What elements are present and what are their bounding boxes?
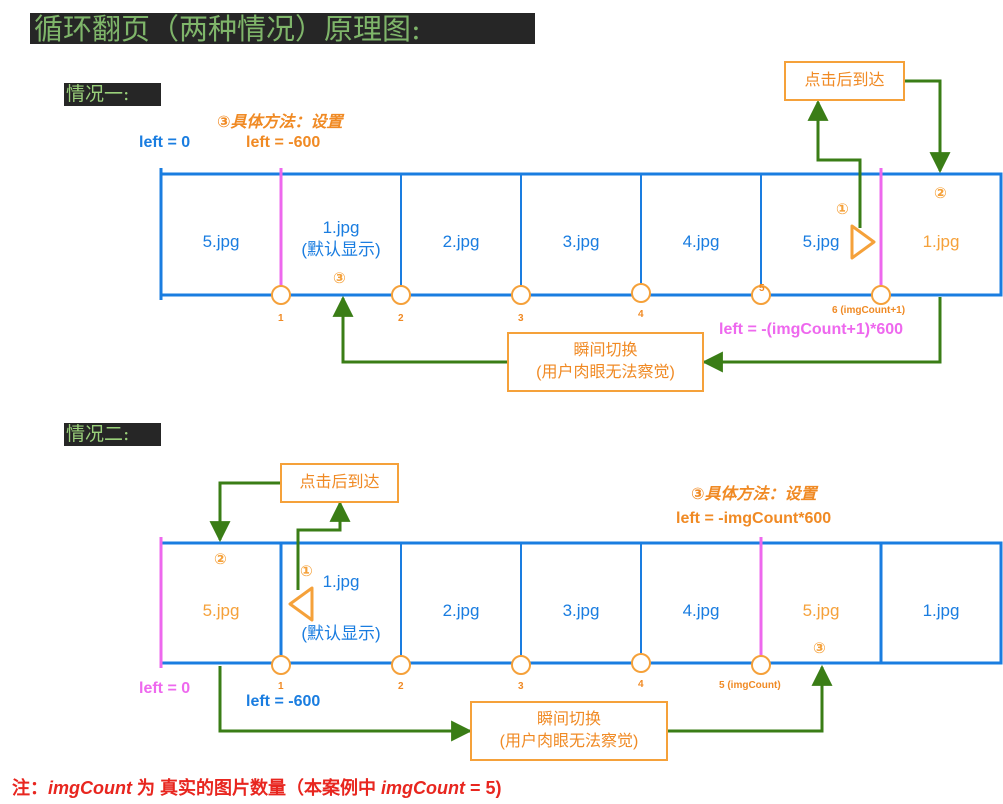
section1-dot [631,283,651,303]
section2-dot [391,655,411,675]
footnote: 注：imgCount 为 真实的图片数量（本案例中 imgCount = 5) [12,774,502,800]
section1-dot-label: 5 [759,283,765,294]
section2-dot [511,655,531,675]
section1-cell-label: 1.jpg [922,232,960,251]
section2-cell-label: 4.jpg [682,601,720,620]
section2-left-600: left = -600 [246,693,321,710]
section2-arrow-to-arrive-box [296,500,351,590]
section2-switch-box-line2: (用户肉眼无法察觉) [499,733,639,750]
section1-arrow-to-arrive-box [807,99,862,228]
section2-prev-arrow-icon [288,586,314,622]
section1-cell-label: 2.jpg [442,232,480,251]
section2-left-zero: left = 0 [139,680,191,697]
section2-dot [271,655,291,675]
section2-dot-label: 1 [278,681,284,692]
section1-marker-1: ① [836,201,849,218]
section2-arrow-to-first-cell [209,481,280,543]
section2-cell-label: 5.jpg [802,601,840,620]
section2-arrow-to-target-cell [668,664,833,733]
section2-dot-label: 5 (imgCount) [719,680,781,691]
section2-switch-box-line1: 瞬间切换 [536,711,601,728]
section1-cell-label: 5.jpg [802,232,840,251]
section2-method-value: left = -imgCount*600 [676,510,832,527]
section1-arrive-box-label: 点击后到达 [804,72,885,89]
footnote-term: imgCount [381,778,465,798]
section1-left-zero: left = 0 [139,134,191,151]
section1-dot [271,285,291,305]
section1-dot [511,285,531,305]
section1-dot-label: 1 [278,313,284,324]
section1-strip [159,168,1003,305]
section1-heading: 情况一: [66,83,130,105]
page-title: 循环翻页（两种情况）原理图: [34,12,421,46]
section2-heading-background [64,423,161,446]
section1-cell-label: 4.jpg [682,232,720,251]
section1-left-formula: left = -(imgCount+1)*600 [719,321,904,338]
section1-dot-label: 2 [398,313,404,324]
section2-dot [631,653,651,673]
section1-default-shown: (默认显示) [301,240,381,259]
section1-method-value: left = -600 [246,134,321,151]
section1-switch-box: 瞬间切换 (用户肉眼无法察觉) [507,332,704,392]
section2-dot-label: 4 [638,679,644,690]
section2-method-title: ③具体方法：设置 [691,486,817,503]
section1-arrow-to-last-cell [905,79,951,174]
section1-dot-label: 3 [518,313,524,324]
section1-arrow-to-first-cell [332,295,507,364]
section2-strip [159,537,1003,675]
section1-cell-label: 3.jpg [562,232,600,251]
section2-dot [751,655,771,675]
section1-heading-background [64,83,161,106]
section2-cell-label: 3.jpg [562,601,600,620]
section2-dot-label: 3 [518,681,524,692]
section1-next-arrow-icon [850,224,876,260]
footnote-middle: 为 真实的图片数量（本案例中 [131,778,381,798]
section2-default-shown: (默认显示) [301,624,381,643]
section1-cell-label: 1.jpg [322,218,360,237]
section2-switch-box: 瞬间切换 (用户肉眼无法察觉) [470,701,668,761]
footnote-suffix: = 5) [464,778,502,798]
footnote-term: imgCount [48,778,132,798]
title-background [30,13,535,44]
section2-cell-label: 2.jpg [442,601,480,620]
section1-arrive-box: 点击后到达 [784,61,905,101]
section2-heading: 情况二: [66,423,130,445]
section2-marker-2: ② [214,551,227,568]
section1-dot-label: 4 [638,309,644,320]
section2-dot-label: 2 [398,681,404,692]
section2-arrive-box-label: 点击后到达 [299,474,380,491]
section2-cell-label: 1.jpg [322,572,360,591]
section1-dot [391,285,411,305]
section1-switch-box-line1: 瞬间切换 [573,342,638,359]
section1-marker-3: ③ [333,270,346,287]
section2-marker-1: ① [300,563,313,580]
footnote-prefix: 注： [12,778,48,798]
section2-arrow-to-switch-box [218,666,473,742]
section1-marker-2: ② [934,185,947,202]
section1-cell-label: 5.jpg [202,232,240,251]
section2-cell-label: 1.jpg [922,601,960,620]
section1-dot [751,285,771,305]
section2-arrive-box: 点击后到达 [280,463,399,503]
section2-cell-label: 5.jpg [202,601,240,620]
section1-switch-box-line2: (用户肉眼无法察觉) [536,364,675,381]
section1-dot-label: 6 (imgCount+1) [832,305,906,316]
section1-dot [871,285,891,305]
section1-arrow-to-switch-box [701,297,942,373]
section2-marker-3: ③ [813,640,826,657]
section1-method-title: ③具体方法：设置 [217,114,343,131]
